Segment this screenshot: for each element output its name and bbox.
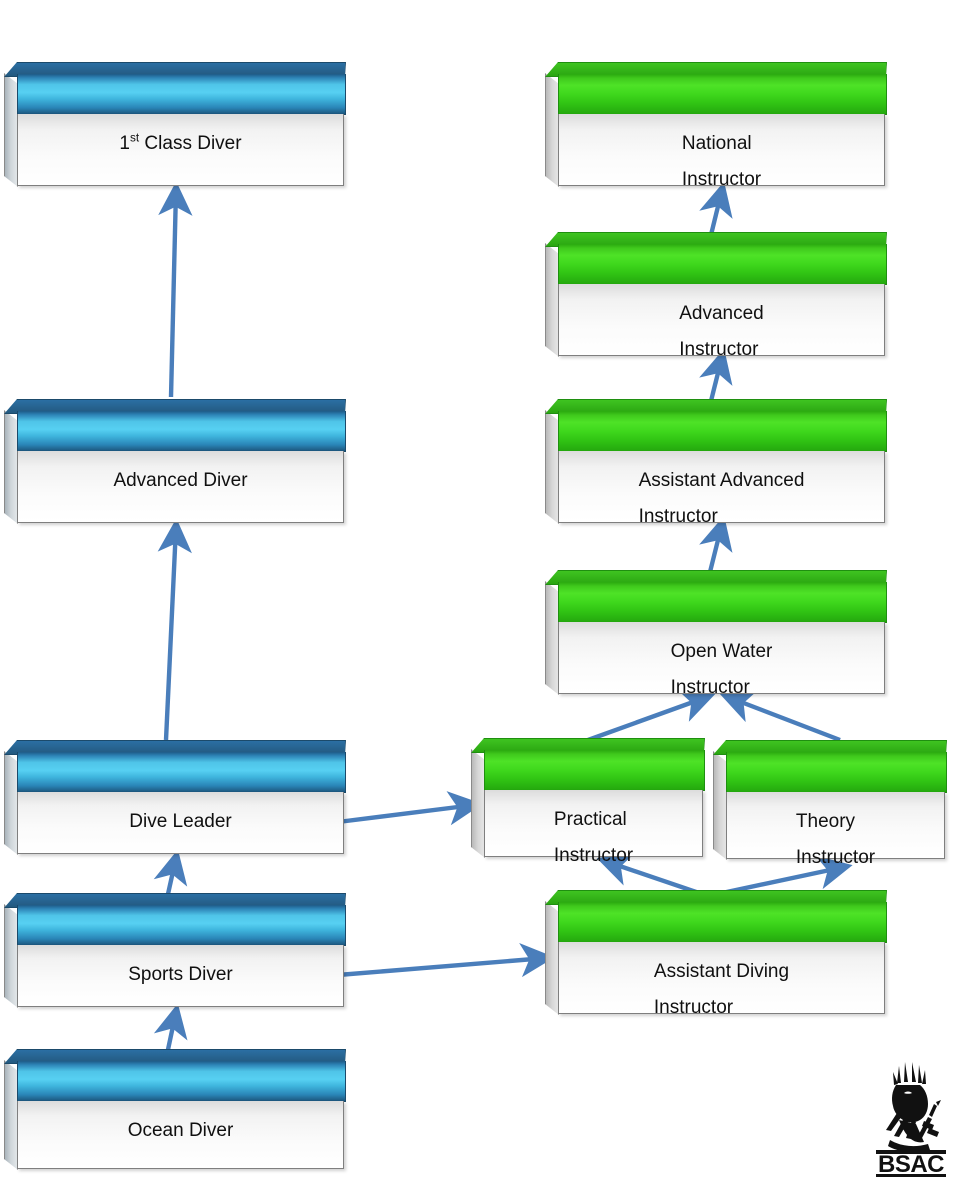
- node-sports-diver[interactable]: Sports Diver: [4, 893, 346, 1007]
- box-body: [17, 792, 344, 854]
- arrow-sports-diver-to-assistant-diving: [337, 942, 555, 978]
- node-advanced-diver[interactable]: Advanced Diver: [4, 399, 346, 523]
- node-theory-instructor[interactable]: Theory Instructor: [713, 740, 947, 868]
- node-assistant-advanced-instructor[interactable]: Assistant Advanced Instructor: [545, 399, 887, 527]
- node-open-water-instructor[interactable]: Open Water Instructor: [545, 570, 887, 698]
- box-body: [17, 1101, 344, 1169]
- box-body: [17, 451, 344, 523]
- arrow-advanced-diver-to-first-class-diver: [158, 181, 193, 398]
- arrow-assistant-advanced-to-advanced-instructor: [699, 348, 733, 406]
- box-top-bar: [4, 893, 346, 946]
- box-top-bar: [4, 399, 346, 452]
- bsac-logo-icon: BSAC: [876, 1062, 946, 1178]
- box-body: [558, 451, 885, 523]
- box-top-bar: [4, 1049, 346, 1102]
- box-top-bar: [4, 62, 346, 115]
- bsac-rule-top: [876, 1150, 946, 1154]
- node-first-class-diver[interactable]: 1st Class Diver: [4, 62, 346, 186]
- bsac-rule-bottom: [876, 1174, 946, 1177]
- box-top-bar: [545, 62, 887, 115]
- box-top-bar: [545, 399, 887, 452]
- node-dive-leader[interactable]: Dive Leader: [4, 740, 346, 854]
- bsac-logo: BSAC: [866, 1058, 952, 1178]
- bsac-wordmark: BSAC: [878, 1151, 944, 1178]
- box-top-bar: [471, 738, 705, 791]
- node-assistant-diving-instructor[interactable]: Assistant Diving Instructor: [545, 890, 887, 1018]
- node-advanced-instructor[interactable]: Advanced Instructor: [545, 232, 887, 360]
- box-body: [558, 942, 885, 1014]
- box-body: [17, 114, 344, 186]
- box-body: [17, 945, 344, 1007]
- box-top-bar: [4, 740, 346, 793]
- arrow-dive-leader-to-practical-instructor: [337, 791, 483, 826]
- arrow-theory-instructor-to-open-water: [719, 690, 841, 743]
- arrow-open-water-to-assistant-advanced: [699, 515, 733, 573]
- box-body: [726, 792, 945, 859]
- node-ocean-diver[interactable]: Ocean Diver: [4, 1049, 346, 1169]
- box-top-bar: [545, 232, 887, 285]
- node-national-instructor[interactable]: National Instructor: [545, 62, 887, 190]
- box-top-bar: [713, 740, 947, 793]
- box-body: [558, 284, 885, 356]
- box-top-bar: [545, 890, 887, 943]
- arrow-dive-leader-to-advanced-diver: [157, 518, 192, 741]
- node-practical-instructor[interactable]: Practical Instructor: [471, 738, 705, 866]
- box-top-bar: [545, 570, 887, 623]
- box-body: [558, 114, 885, 186]
- arrow-practical-instructor-to-open-water: [587, 689, 716, 743]
- box-body: [558, 622, 885, 694]
- box-body: [484, 790, 703, 857]
